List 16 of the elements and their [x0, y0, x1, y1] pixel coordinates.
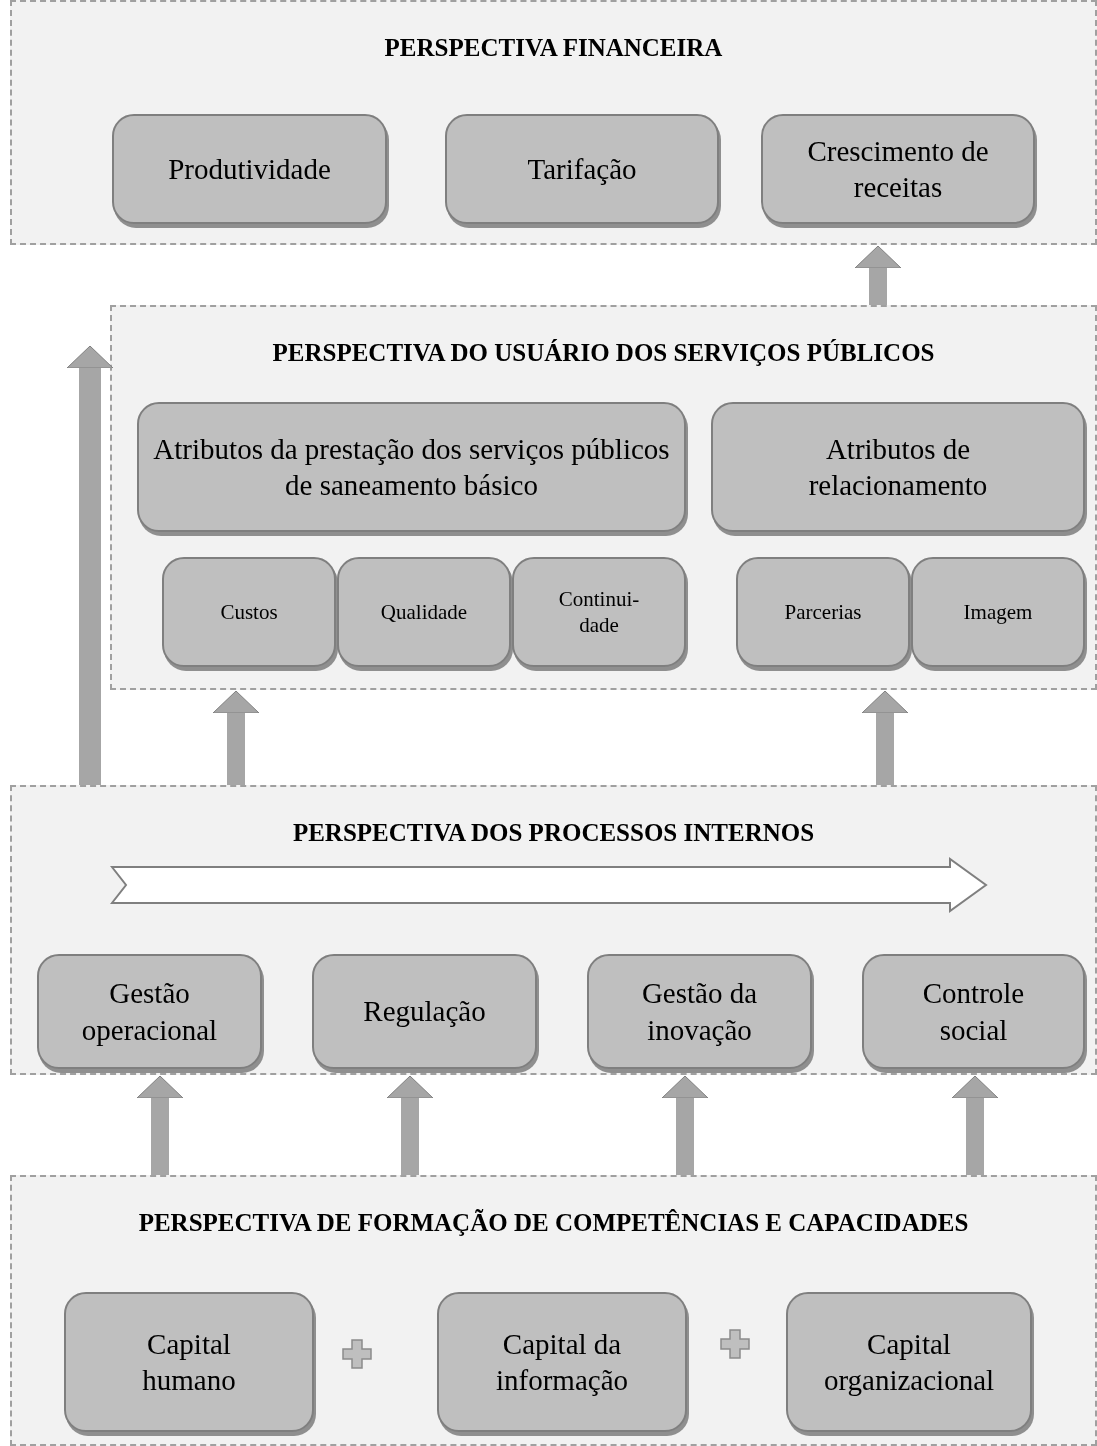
block-arrow — [136, 1075, 184, 1175]
perspective-panel — [10, 0, 1097, 245]
panel-title: PERSPECTIVA DE FORMAÇÃO DE COMPETÊNCIAS E CAPACIDADES — [137, 1208, 970, 1238]
block-arrow — [66, 345, 114, 785]
block-arrow — [212, 690, 260, 785]
block-arrow — [951, 1075, 999, 1175]
panel-title: PERSPECTIVA DO USUÁRIO DOS SERVIÇOS PÚBLICOS — [271, 338, 936, 368]
block-arrow — [661, 1075, 709, 1175]
perspective-panel — [110, 305, 1097, 690]
panel-title: PERSPECTIVA DOS PROCESSOS INTERNOS — [291, 818, 816, 848]
panel-title: PERSPECTIVA FINANCEIRA — [383, 33, 724, 63]
block-arrow — [386, 1075, 434, 1175]
block-arrow — [861, 690, 909, 785]
block-arrow — [854, 245, 902, 305]
perspective-panel — [10, 785, 1097, 1075]
perspective-panel — [10, 1175, 1097, 1446]
